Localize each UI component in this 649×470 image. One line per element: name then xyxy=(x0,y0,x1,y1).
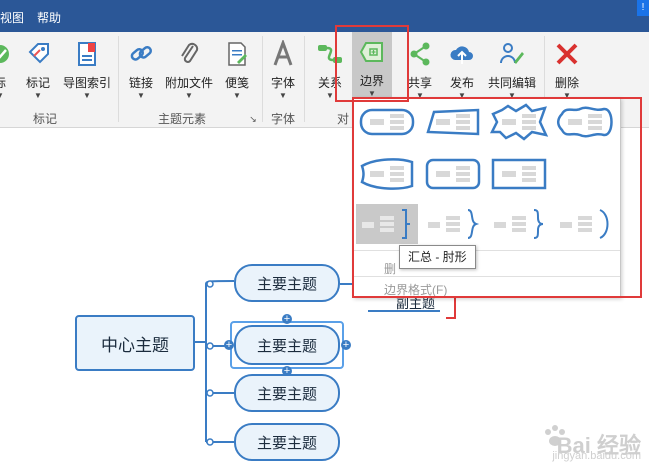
boundary-dropdown: 删 边界格式(F) xyxy=(353,97,621,297)
menu-view[interactable]: 视图 xyxy=(0,11,25,25)
relation-icon xyxy=(318,45,342,63)
map-index-button[interactable]: 导图索引 ▼ xyxy=(60,38,114,106)
chevron-down-icon: ▼ xyxy=(137,91,145,100)
summary-brace-icon xyxy=(428,209,480,239)
menu-bar: 视图 帮助 ! xyxy=(0,0,649,32)
chevron-down-icon: ▼ xyxy=(563,91,571,100)
menu-help[interactable]: 帮助 xyxy=(37,11,62,25)
note-button[interactable]: 便笺 ▼ xyxy=(220,38,254,106)
add-right-handle-icon[interactable]: + xyxy=(341,339,351,351)
add-parent-handle-icon[interactable]: + xyxy=(282,313,292,325)
chevron-down-icon: ▼ xyxy=(458,91,466,100)
summary-curly-icon xyxy=(494,209,544,239)
mark-button[interactable]: 标记 ▼ xyxy=(22,38,54,106)
dialog-launcher-icon[interactable]: ↘ xyxy=(249,114,257,124)
chevron-down-icon: ▼ xyxy=(279,91,287,100)
tooltip: 汇总 - 肘形 xyxy=(399,245,476,269)
summary-shape-round[interactable] xyxy=(554,204,616,244)
baidu-paw-logo xyxy=(545,425,565,446)
ribbon-separator xyxy=(304,36,305,122)
chevron-down-icon: ▼ xyxy=(416,91,424,100)
group-label-partial: 对 xyxy=(336,112,349,126)
ribbon-separator xyxy=(262,36,263,122)
boundary-shape-rounded-rect[interactable] xyxy=(356,102,418,142)
chevron-down-icon: ▼ xyxy=(368,89,376,98)
group-label-topic-elements: 主题元素 xyxy=(157,112,206,126)
window-corner-icon[interactable]: ! xyxy=(637,0,649,16)
note-icon xyxy=(228,42,247,66)
boundary-shape-round-corner[interactable] xyxy=(422,154,484,194)
boundary-button[interactable]: 边界 ▼ xyxy=(352,32,392,98)
boundary-shape-rectangle[interactable] xyxy=(488,154,550,194)
boundary-wavy-icon xyxy=(557,106,613,138)
coedit-button[interactable]: 共同编辑 ▼ xyxy=(484,38,540,106)
chevron-down-icon: ▼ xyxy=(34,91,42,100)
boundary-round-corner-icon xyxy=(425,158,481,190)
delete-x-icon xyxy=(556,43,578,65)
users-edit-icon xyxy=(500,43,524,64)
boundary-shape-curved[interactable] xyxy=(356,154,418,194)
ribbon-separator xyxy=(544,36,545,122)
share-icon xyxy=(410,42,430,66)
paperclip-icon xyxy=(181,42,199,63)
main-topic-3[interactable]: 主要主题 xyxy=(234,374,340,412)
delete-boundary-item[interactable]: 删 xyxy=(384,262,397,276)
boundary-icon xyxy=(359,42,383,62)
summary-elbow-icon xyxy=(362,209,410,239)
add-child-handle-icon[interactable]: + xyxy=(282,365,292,377)
mark-partial-button[interactable]: 标 ▼ xyxy=(0,38,14,106)
share-button[interactable]: 共享 ▼ xyxy=(402,38,438,106)
publish-button[interactable]: 发布 ▼ xyxy=(444,38,480,106)
link-button[interactable]: 链接 ▼ xyxy=(124,38,158,106)
boundary-rectangle-icon xyxy=(491,158,547,190)
boundary-format-item[interactable]: 边界格式(F) xyxy=(384,283,448,297)
boundary-shape-wavy[interactable] xyxy=(554,102,616,142)
main-topic-1[interactable]: 主要主题 xyxy=(234,264,340,302)
index-icon xyxy=(78,42,96,66)
tag-icon xyxy=(28,43,49,64)
ribbon-separator xyxy=(118,36,119,122)
dropdown-separator xyxy=(354,276,620,277)
summary-shape-curly[interactable] xyxy=(488,204,550,244)
watermark-url: jingyan.baidu.com xyxy=(552,450,641,462)
chevron-down-icon: ▼ xyxy=(185,91,193,100)
dropdown-separator xyxy=(354,250,620,251)
main-topic-4[interactable]: 主要主题 xyxy=(234,423,340,461)
add-left-handle-icon[interactable]: + xyxy=(224,339,234,351)
chevron-down-icon: ▼ xyxy=(233,91,241,100)
summary-round-icon xyxy=(560,209,609,239)
central-topic[interactable]: 中心主题 xyxy=(75,315,195,371)
summary-shape-brace[interactable] xyxy=(422,204,484,244)
chevron-down-icon: ▼ xyxy=(508,91,516,100)
ribbon-toolbar: 标 ▼ 标记 ▼ 导图索引 ▼ xyxy=(0,32,649,128)
relation-button[interactable]: 关系 ▼ xyxy=(312,38,348,106)
group-label-font: 字体 xyxy=(270,112,295,126)
sub-topic[interactable]: 副主题 xyxy=(396,296,436,311)
boundary-rounded-rect-icon xyxy=(359,108,415,136)
main-topic-2-selected[interactable]: 主要主题 xyxy=(234,325,340,365)
watermark-brand: Bai 经验 xyxy=(556,433,641,458)
font-icon xyxy=(273,40,293,66)
baidu-watermark: Bai 经验 jingyan.baidu.com xyxy=(491,420,641,464)
delete-button[interactable]: 删除 ▼ xyxy=(550,38,584,106)
boundary-shape-spiky[interactable] xyxy=(488,102,550,142)
boundary-pointed-icon xyxy=(426,108,480,136)
boundary-curved-icon xyxy=(360,158,414,190)
chevron-down-icon: ▼ xyxy=(0,91,4,100)
summary-shape-elbow[interactable] xyxy=(356,204,418,244)
connector-lines xyxy=(195,280,456,446)
chevron-down-icon: ▼ xyxy=(326,91,334,100)
font-button[interactable]: 字体 ▼ xyxy=(266,38,300,106)
check-icon xyxy=(0,45,9,63)
attach-file-button[interactable]: 附加文件 ▼ xyxy=(162,38,216,106)
boundary-shape-pointed[interactable] xyxy=(422,102,484,142)
boundary-spiky-icon xyxy=(489,103,549,141)
chevron-down-icon: ▼ xyxy=(83,91,91,100)
link-icon xyxy=(130,46,152,61)
group-label-mark: 标记 xyxy=(32,112,57,126)
cloud-upload-icon xyxy=(450,46,473,64)
mindmap-canvas[interactable]: 中心主题 主要主题 + + + + 主要主题 主要主题 主要主题 副主题 xyxy=(0,129,649,470)
